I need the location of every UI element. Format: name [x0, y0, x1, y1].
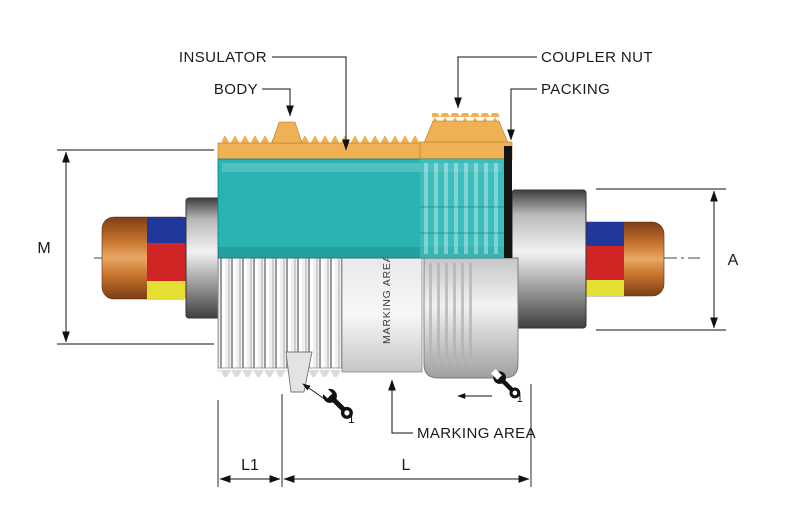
- packing-label: PACKING: [541, 81, 610, 98]
- insulator-ribbed-section: [420, 159, 506, 258]
- wrench-left-size: 1: [348, 412, 355, 426]
- cable-left-band-blue: [147, 217, 189, 243]
- cable-right-band-red: [586, 246, 624, 280]
- insulator-label: INSULATOR: [179, 49, 267, 66]
- packing-shape: [504, 146, 512, 258]
- body-tab: [271, 121, 303, 144]
- insulator-leader: [272, 56, 350, 151]
- gland-nut-ridges: [429, 263, 472, 367]
- dimension-l1-l: L1 L: [217, 384, 532, 487]
- body-thread-teeth: [222, 136, 420, 144]
- spanner-flat-tab: [285, 351, 313, 393]
- dimension-m: M: [37, 149, 214, 345]
- coupler-nut-tab: [423, 120, 509, 144]
- marking-area-vertical-text: MARKING AREA: [381, 254, 393, 344]
- insulator-ribs: [424, 163, 498, 254]
- dim-l1-label: L1: [241, 457, 259, 474]
- coupler-nut-part: [419, 113, 513, 161]
- thread-section: [217, 257, 343, 369]
- marking-area-label: MARKING AREA: [417, 425, 536, 442]
- marking-area-leader: [388, 379, 413, 434]
- wrench-icon: 1: [491, 369, 523, 405]
- dimension-a: A: [596, 188, 739, 331]
- cable-left-band-yellow: [147, 281, 189, 299]
- insulator-part: [217, 158, 507, 259]
- cable-left: [101, 216, 195, 300]
- body-shape: [217, 142, 423, 161]
- coupler-nut-label: COUPLER NUT: [541, 49, 653, 66]
- coupler-nut-teeth: [432, 113, 500, 122]
- cable-right-band-yellow: [586, 280, 624, 296]
- dim-l-label: L: [402, 457, 411, 474]
- insulator-shadow: [218, 247, 506, 258]
- body-label: BODY: [214, 81, 258, 98]
- wrench-icon: 1: [320, 386, 355, 426]
- marking-area-section: [341, 257, 423, 373]
- thread-serration: [218, 368, 342, 377]
- coupler-nut-shape: [419, 141, 513, 161]
- wrench-right-size: 1: [517, 393, 523, 405]
- body-leader: [262, 88, 294, 117]
- dim-m-label: M: [37, 240, 50, 257]
- dim-a-label: A: [728, 252, 739, 269]
- metal-collar-right: [511, 189, 587, 329]
- coupler-nut-leader: [454, 56, 537, 109]
- cable-left-band-red: [147, 243, 189, 281]
- wrench-left-leader: [302, 383, 327, 401]
- metal-collar-left: [185, 197, 221, 319]
- insulator-highlight: [222, 163, 502, 172]
- body-part: [217, 121, 423, 161]
- packing-leader: [507, 88, 537, 141]
- cable-right-band-blue: [586, 222, 624, 246]
